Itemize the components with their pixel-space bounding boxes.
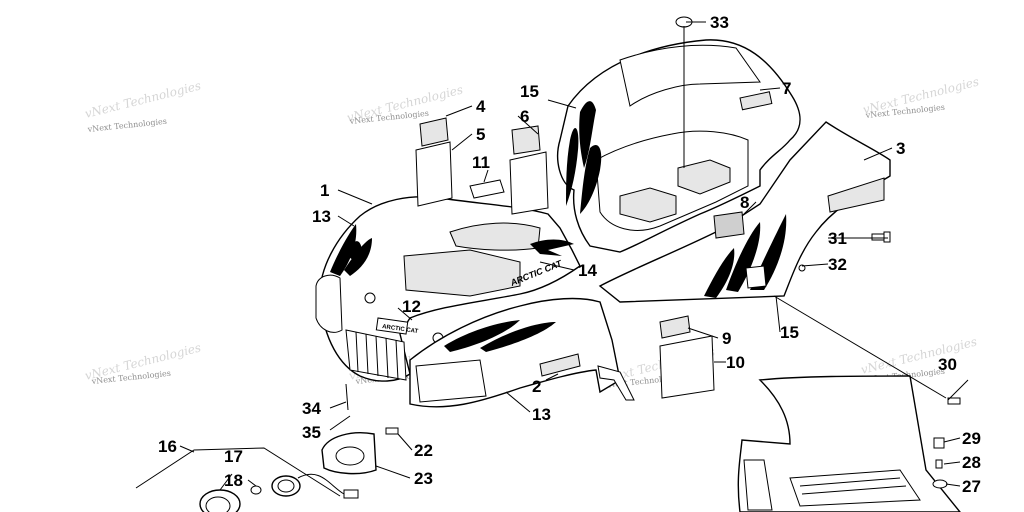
push-rivet (798, 264, 806, 272)
watermark: vNext Technologies (86, 117, 167, 134)
footwell-rib (799, 477, 901, 487)
rear-decal-flame (579, 101, 596, 168)
bezel-opening (335, 446, 365, 466)
footwell-rib (801, 485, 907, 495)
callout-1: 1 (320, 181, 329, 200)
decal-4 (419, 117, 449, 147)
headlight-socket-wire (271, 473, 359, 499)
front-decal-flame (344, 238, 372, 276)
callout-10: 10 (726, 353, 745, 372)
callout-15: 15 (520, 82, 539, 101)
callout-31: 31 (828, 229, 847, 248)
callout-34: 34 (302, 399, 321, 418)
callout-15: 15 (780, 323, 799, 342)
rear-decal-plate (739, 91, 773, 111)
right-rear-fender-shell (598, 121, 891, 303)
right-rear-fender (598, 121, 891, 303)
front-emblem-12 (375, 317, 409, 335)
storage-compartment (619, 187, 677, 223)
callout-27: 27 (962, 477, 981, 496)
callout-12: 12 (402, 297, 421, 316)
assembly-outline (135, 447, 341, 497)
fender-reflector-panel (415, 359, 487, 403)
rear-rack-top (619, 44, 761, 107)
callout-8: 8 (740, 193, 749, 212)
grommet-27 (932, 479, 948, 489)
left-front-fender (409, 297, 635, 408)
fender-emblem (745, 265, 767, 289)
rear-decal-flame (580, 144, 602, 214)
callout-32: 32 (828, 255, 847, 274)
front-body-panel: ARCTIC CAT ARCTIC CAT (315, 196, 581, 382)
fender-decal-flame (444, 320, 520, 352)
headlight-lens (205, 496, 231, 512)
decal-10 (659, 335, 715, 399)
fender-decal-flame (480, 322, 556, 352)
callout-30: 30 (938, 355, 957, 374)
leader-lines (179, 21, 969, 491)
decal-6 (511, 125, 541, 155)
callout-9: 9 (722, 329, 731, 348)
mud-flap-bracket (597, 365, 635, 401)
headlight-housing-left (315, 274, 343, 333)
screw-22 (385, 427, 399, 435)
callout-16: 16 (158, 437, 177, 456)
fender-decal-flame (704, 248, 735, 298)
callout-11: 11 (472, 153, 490, 172)
decal-11 (469, 179, 505, 199)
callout-22: 22 (414, 441, 433, 460)
bulb-18 (250, 485, 262, 495)
callout-13: 13 (532, 405, 551, 424)
side-decal-8 (713, 211, 745, 239)
hardware-stack (932, 397, 961, 489)
decal-5 (415, 141, 453, 207)
headlight-assembly (135, 383, 399, 512)
spacer-28 (935, 459, 943, 469)
spring-nut-34 (345, 383, 349, 411)
hood-top-panel (403, 249, 521, 297)
watermark-ghost: vNext Technologies (83, 78, 202, 120)
callout-13: 13 (312, 207, 331, 226)
callout-33: 33 (710, 13, 729, 32)
callout-23: 23 (414, 469, 433, 488)
callout-18: 18 (224, 471, 243, 490)
hood-decal-cat (530, 239, 574, 256)
screw-30 (947, 397, 961, 405)
callout-17: 17 (224, 447, 243, 466)
side-decal-2 (539, 353, 581, 377)
front-emblem-text: ARCTIC CAT (382, 324, 419, 335)
rear-body-panel (556, 16, 801, 253)
callout-3: 3 (896, 139, 905, 158)
floorboard (737, 375, 961, 512)
rear-decal-flame (566, 127, 579, 206)
decal-6b (509, 151, 549, 215)
bolt-29 (933, 437, 945, 449)
callout-14: 14 (578, 261, 597, 280)
callout-29: 29 (962, 429, 981, 448)
callout-2: 2 (532, 377, 541, 396)
front-grille (345, 329, 407, 381)
callout-6: 6 (520, 107, 529, 126)
callout-4: 4 (476, 97, 486, 116)
storage-compartment (677, 159, 731, 195)
callout-7: 7 (782, 79, 791, 98)
callout-labels: 33 7 15 4 6 5 3 11 1 8 13 31 32 14 12 15… (158, 13, 981, 496)
decal-9 (659, 315, 691, 339)
front-decal-flame (348, 241, 362, 260)
mounting-hole (364, 292, 376, 304)
callout-28: 28 (962, 453, 981, 472)
bolt-31 (871, 231, 891, 243)
front-decal-flame (330, 224, 357, 276)
callout-5: 5 (476, 125, 485, 144)
fender-decal-flame (726, 222, 761, 292)
side-decal-3 (827, 177, 885, 213)
callout-35: 35 (302, 423, 321, 442)
floorboard-bracket (743, 459, 773, 511)
loose-decals (415, 117, 715, 399)
